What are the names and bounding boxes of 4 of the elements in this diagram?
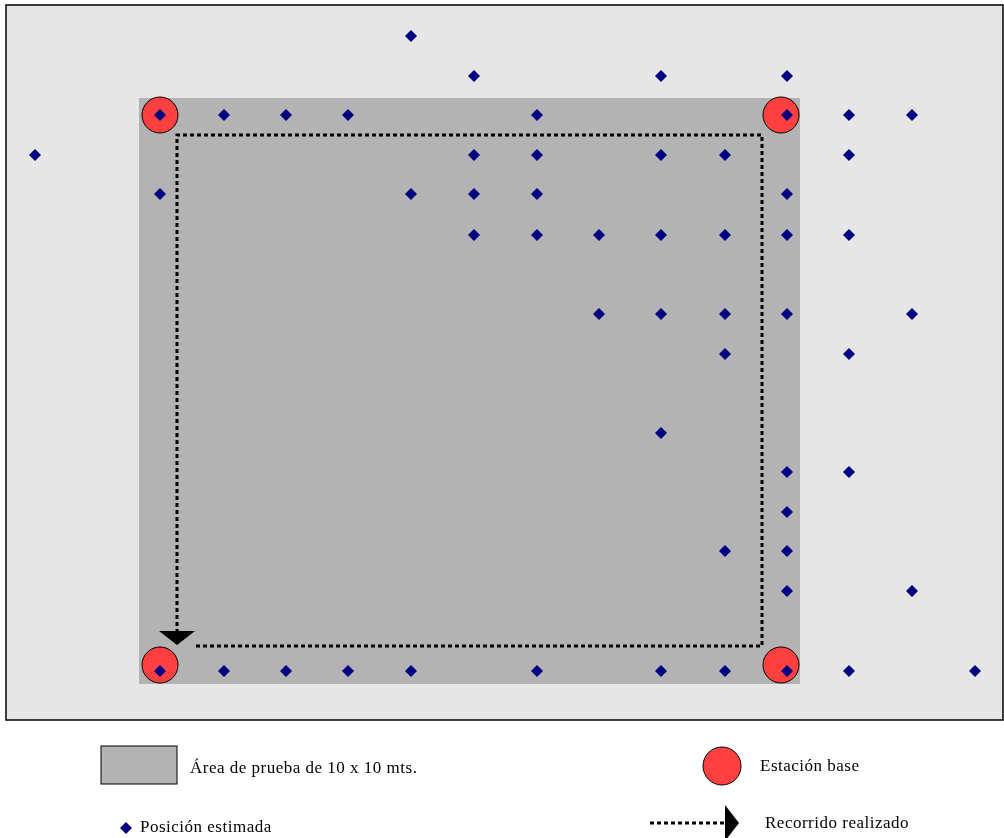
legend-label: Recorrido realizado <box>765 813 909 833</box>
legend-label: Posición estimada <box>140 817 272 837</box>
legend-label: Área de prueba de 10 x 10 mts. <box>190 758 418 778</box>
legend-label: Estación base <box>760 756 860 776</box>
